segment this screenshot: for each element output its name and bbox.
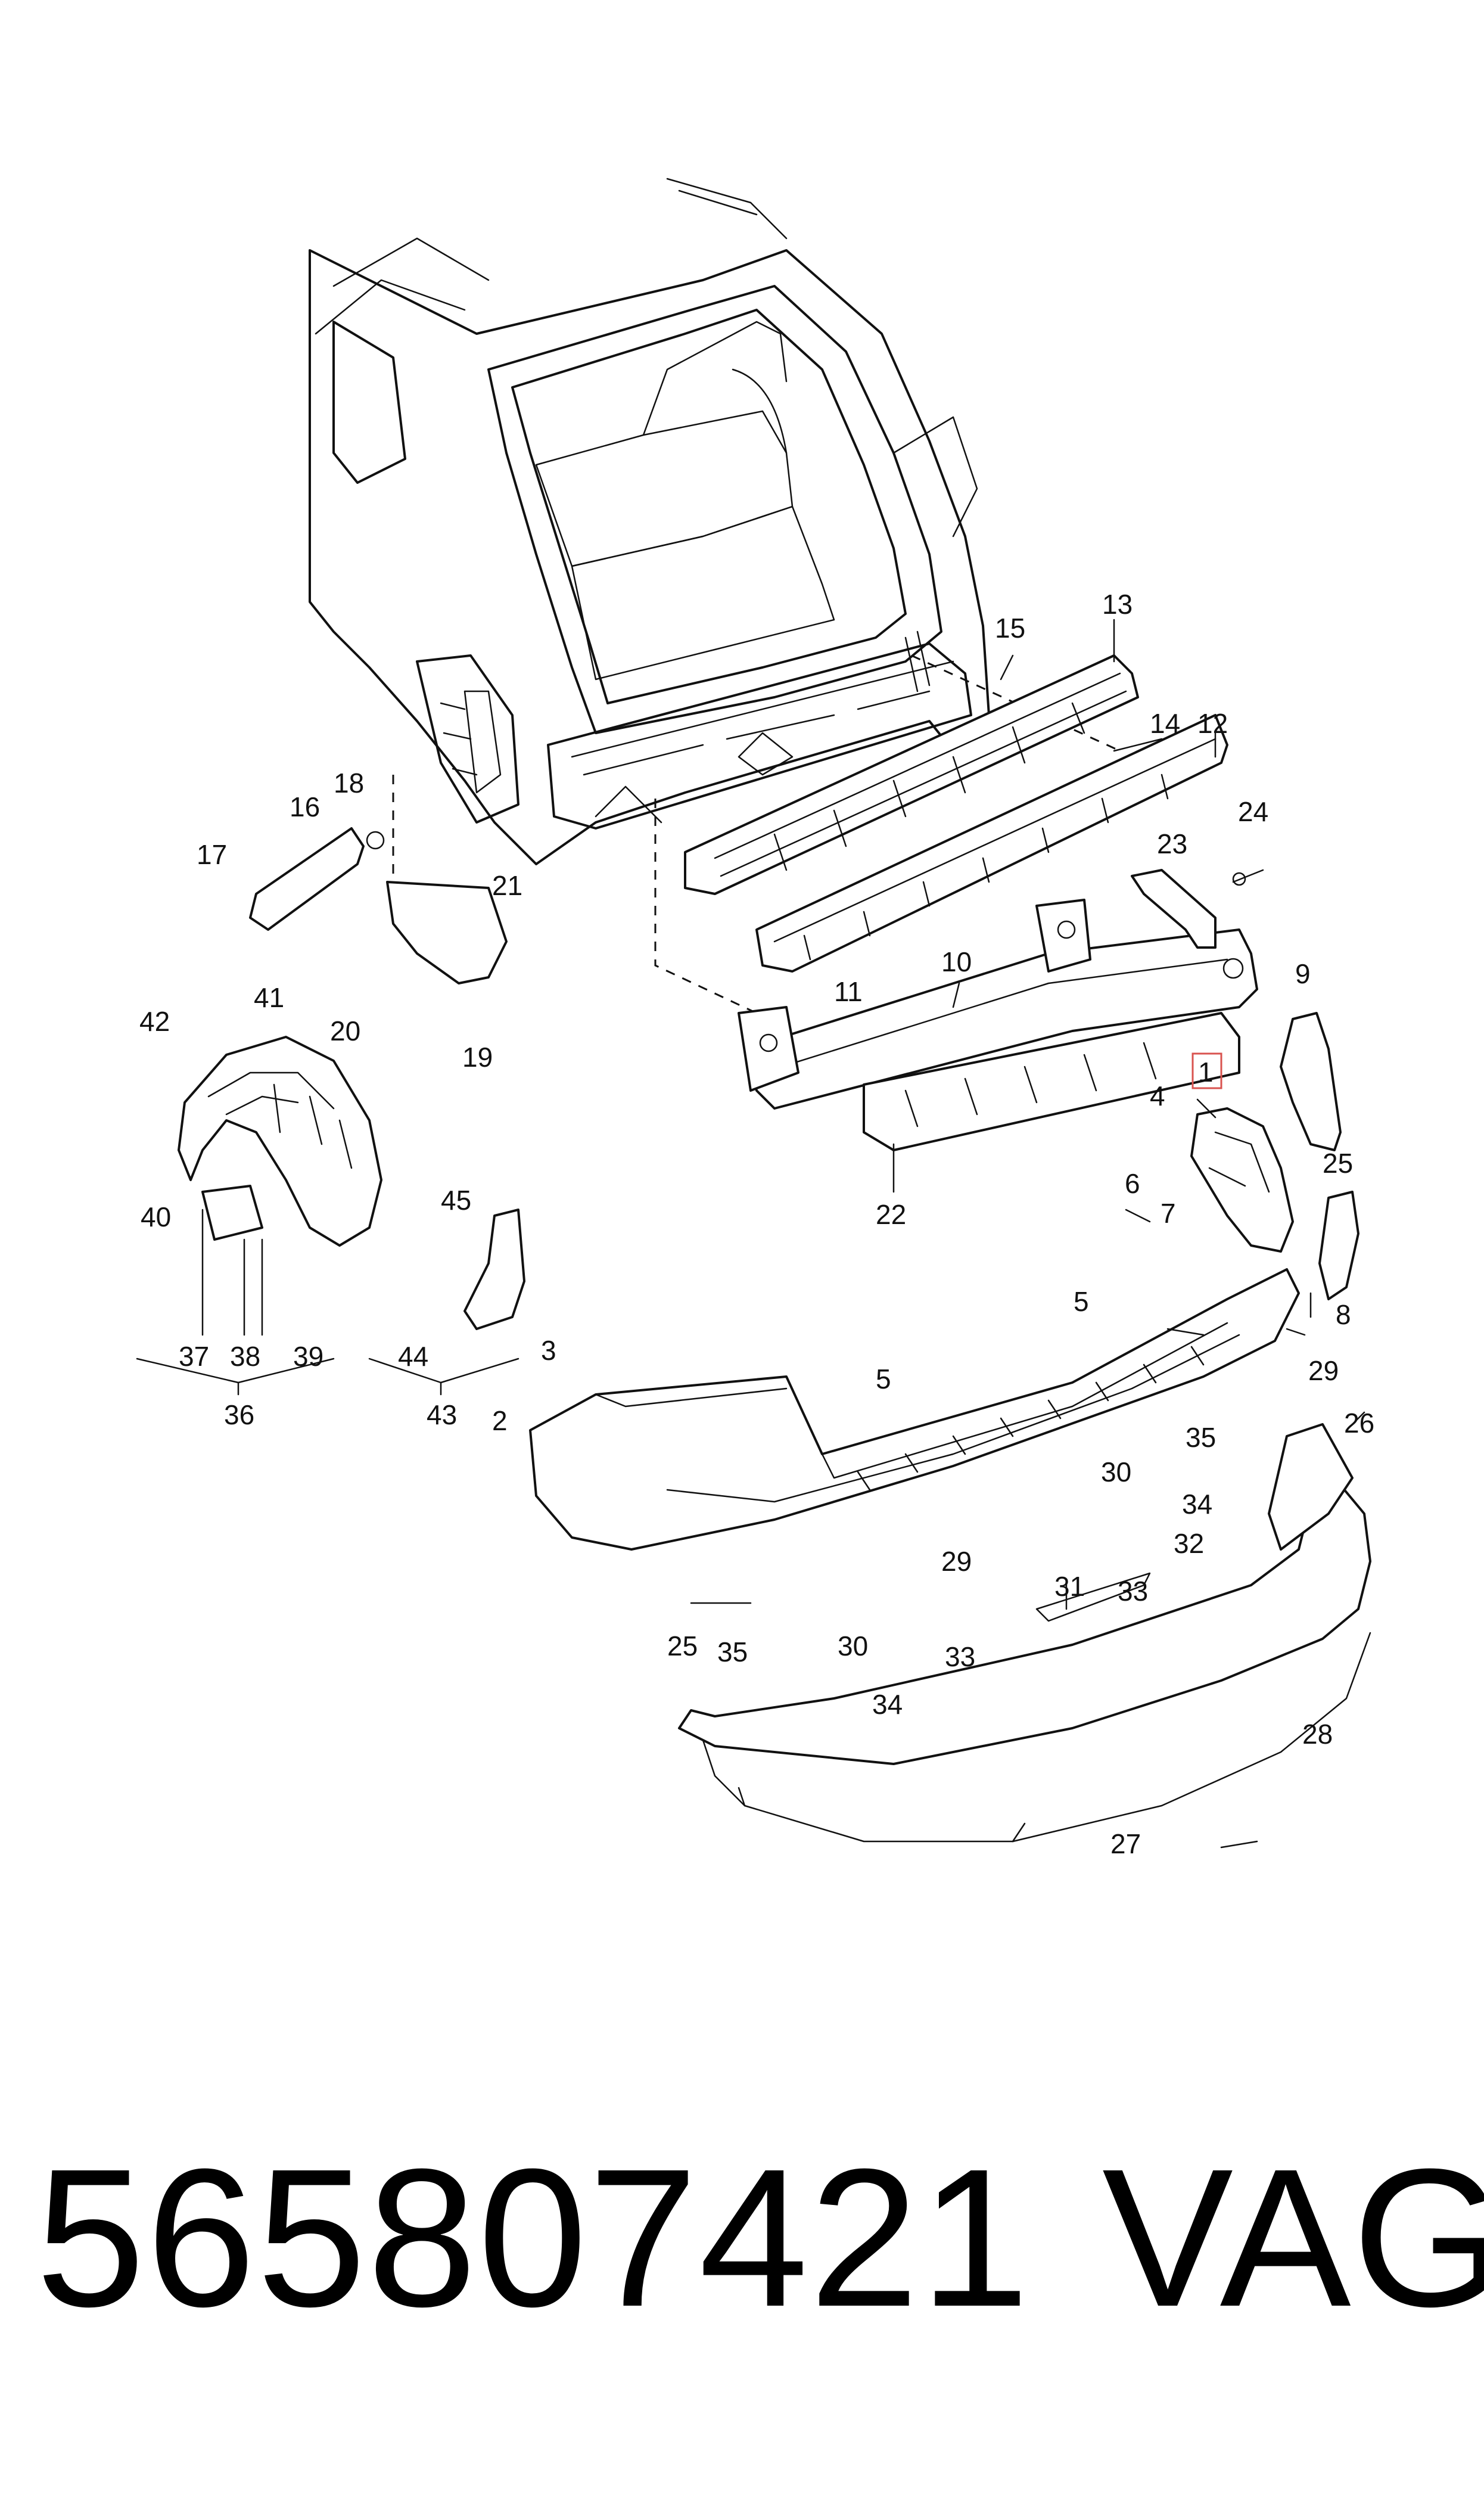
bumper-beam (738, 899, 1258, 1110)
reinforcement-bars (684, 654, 1228, 973)
callout-32: 32 (1174, 1528, 1204, 1559)
callout-26: 26 (1344, 1408, 1374, 1439)
side-bracket-part-1 (1190, 1107, 1294, 1253)
callout-28: 28 (1302, 1719, 1333, 1750)
callout-39: 39 (293, 1341, 323, 1372)
parts-diagram: 1 2 3 4 5 5 6 7 8 9 10 11 12 13 14 15 16… (136, 178, 1374, 1859)
callout-42: 42 (139, 1006, 170, 1037)
callout-1: 1 (1198, 1057, 1214, 1088)
bracket-23 (1131, 869, 1264, 949)
bumper-cover-lower (678, 1423, 1371, 1843)
callout-5a: 5 (1074, 1286, 1089, 1317)
callout-23: 23 (1157, 828, 1187, 859)
callout-12: 12 (1197, 708, 1228, 739)
callout-4: 4 (1150, 1080, 1165, 1111)
callout-20: 20 (330, 1015, 360, 1046)
part-number: 565807421 (36, 2127, 1031, 2347)
callout-25b: 25 (667, 1630, 698, 1661)
energy-absorber (863, 1012, 1240, 1151)
callout-44: 44 (398, 1341, 428, 1372)
callout-24: 24 (1238, 796, 1268, 827)
callout-30a: 30 (1101, 1456, 1131, 1487)
callout-33a: 33 (1118, 1576, 1148, 1607)
side-guide-9 (1280, 1012, 1342, 1151)
callout-37: 37 (179, 1341, 209, 1372)
callout-9: 9 (1295, 958, 1311, 989)
vehicle-body (309, 178, 990, 865)
callout-16: 16 (290, 791, 320, 822)
callout-2: 2 (492, 1405, 508, 1436)
callout-8: 8 (1336, 1299, 1351, 1330)
callout-10: 10 (941, 946, 972, 977)
callout-43: 43 (427, 1399, 457, 1430)
callout-41: 41 (254, 982, 284, 1013)
callout-34b: 34 (872, 1689, 903, 1720)
callout-36: 36 (224, 1399, 254, 1430)
callout-35a: 35 (1186, 1422, 1216, 1453)
callout-22: 22 (876, 1199, 906, 1230)
brand-name: VAG (1102, 2127, 1484, 2347)
callout-19: 19 (462, 1042, 493, 1073)
callout-3: 3 (541, 1335, 556, 1366)
callout-31: 31 (1054, 1571, 1085, 1602)
callout-14: 14 (1150, 708, 1180, 739)
callout-11: 11 (834, 976, 863, 1007)
callout-21: 21 (492, 870, 522, 901)
bracket-19 (386, 881, 508, 984)
callout-5b: 5 (876, 1363, 891, 1394)
bracket-16 (249, 827, 385, 931)
callout-34a: 34 (1182, 1489, 1212, 1520)
callout-6: 6 (1125, 1168, 1140, 1199)
callout-15: 15 (995, 613, 1025, 644)
wheel-arch-liner (178, 1036, 382, 1247)
bumper-cover-upper (529, 1268, 1300, 1551)
callout-38: 38 (230, 1341, 260, 1372)
highlight-box (1191, 1052, 1222, 1089)
callout-18: 18 (334, 768, 364, 799)
mud-flap (463, 1209, 525, 1330)
callout-33b: 33 (945, 1641, 975, 1672)
callout-40: 40 (141, 1201, 171, 1232)
side-guide-25 (1318, 1191, 1359, 1300)
callouts: 1 2 3 4 5 5 6 7 8 9 10 11 12 13 14 15 16… (139, 589, 1374, 1859)
callout-17: 17 (197, 839, 227, 870)
leader-lines (136, 619, 1365, 1849)
callout-29b: 29 (941, 1546, 972, 1577)
callout-45: 45 (441, 1185, 471, 1216)
callout-29a: 29 (1308, 1355, 1339, 1386)
callout-35b: 35 (717, 1636, 748, 1667)
callout-25a: 25 (1323, 1148, 1353, 1179)
callout-27: 27 (1110, 1828, 1141, 1859)
callout-7: 7 (1161, 1198, 1176, 1229)
callout-13: 13 (1102, 589, 1133, 620)
callout-30b: 30 (838, 1630, 868, 1661)
